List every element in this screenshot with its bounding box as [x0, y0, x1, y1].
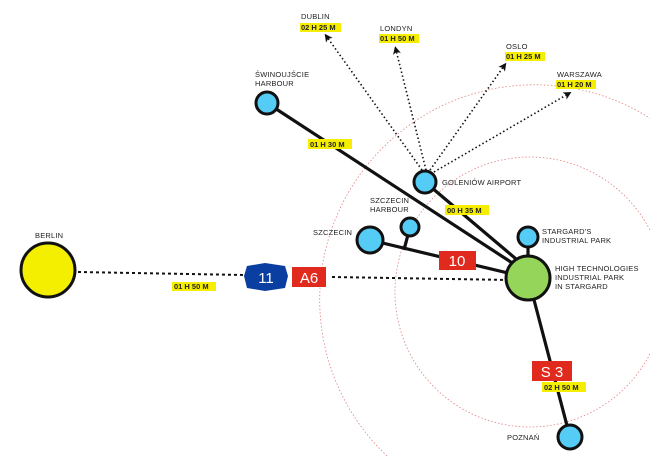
road-goleniow	[423, 180, 524, 266]
inner-radius-ring	[394, 156, 650, 428]
hub-node[interactable]	[504, 254, 552, 302]
svg-text:11: 11	[258, 270, 274, 287]
time-badge-goleniow: 00 H 35 M	[445, 205, 489, 215]
time-badge-poznan: 02 H 50 M	[542, 382, 586, 392]
szczecin-label: SZCZECIN	[313, 228, 352, 237]
goleniow-label: GOLENIÓW AIRPORT	[442, 178, 522, 187]
svg-text:01 H 50 M: 01 H 50 M	[174, 282, 209, 291]
road-sign-a6: A6	[292, 267, 326, 287]
svg-text:LONDYN: LONDYN	[380, 24, 412, 33]
hub-label-2: INDUSTRIAL PARK	[555, 273, 624, 282]
svg-text:01 H 30 M: 01 H 30 M	[310, 140, 345, 149]
szczecin-harbour-node[interactable]	[399, 216, 421, 238]
szczecin-harbour-label-1: SZCZECIN	[370, 196, 409, 205]
svg-text:10: 10	[449, 253, 466, 270]
stargard-park-node[interactable]	[516, 225, 540, 249]
road-a6-dashed	[331, 276, 511, 281]
szczecin-node[interactable]	[355, 225, 385, 255]
svg-text:01 H 25 M: 01 H 25 M	[506, 52, 541, 61]
hub-label-1: HIGH TECHNOLOGIES	[555, 264, 639, 273]
berlin-label: BERLIN	[35, 231, 63, 240]
svg-text:DUBLIN: DUBLIN	[301, 12, 330, 21]
poznan-node[interactable]	[556, 423, 584, 451]
road-sign-11: 11	[244, 263, 288, 291]
szczecin-harbour-label-2: HARBOUR	[370, 205, 409, 214]
route-oslo	[429, 62, 507, 171]
svg-text:02 H 50 M: 02 H 50 M	[544, 383, 579, 392]
stargard-park-label-2: INDUSTRIAL PARK	[542, 236, 611, 245]
time-badge-berlin: 01 H 50 M	[172, 282, 216, 291]
swinoujscie-label-1: ŚWINOUJŚCIE	[255, 70, 309, 79]
svg-text:00 H 35 M: 00 H 35 M	[447, 206, 482, 215]
hub-label-3: IN STARGARD	[555, 282, 608, 291]
flight-routes	[324, 33, 572, 173]
swinoujscie-label-2: HARBOUR	[255, 79, 294, 88]
svg-text:OSLO: OSLO	[506, 42, 528, 51]
svg-text:A6: A6	[300, 270, 318, 287]
svg-text:02 H 25 M: 02 H 25 M	[301, 23, 336, 32]
road-berlin-dashed	[77, 271, 245, 276]
berlin-node[interactable]	[19, 241, 77, 299]
svg-text:01 H 20 M: 01 H 20 M	[557, 80, 592, 89]
road-sign-10: 10	[439, 251, 476, 270]
svg-text:S 3: S 3	[541, 364, 564, 381]
svg-text:WARSZAWA: WARSZAWA	[557, 70, 602, 79]
road-swinoujscie	[266, 101, 521, 270]
route-dublin	[324, 33, 423, 171]
swinoujscie-node[interactable]	[254, 90, 280, 116]
time-badge-swinoujscie: 01 H 30 M	[308, 139, 352, 149]
road-sign-s3: S 3	[532, 361, 572, 381]
goleniow-node[interactable]	[412, 169, 438, 195]
flight-dublin: DUBLIN 02 H 25 M	[300, 12, 341, 32]
poznan-label: POZNAŃ	[507, 433, 539, 442]
route-londyn	[393, 46, 427, 171]
stargard-park-label-1: STARGARD'S	[542, 227, 592, 236]
route-warszawa	[433, 91, 572, 173]
svg-text:01 H 50 M: 01 H 50 M	[380, 34, 415, 43]
